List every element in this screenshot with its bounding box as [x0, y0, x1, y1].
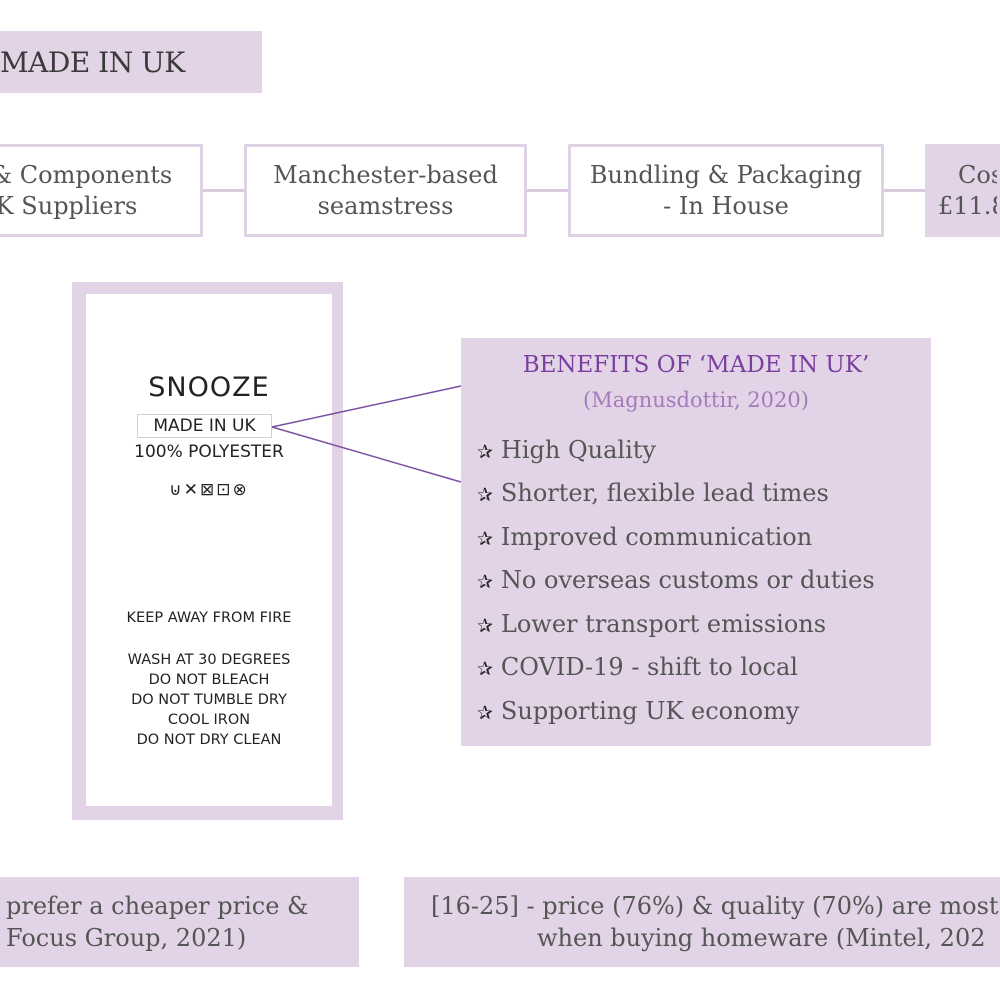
care-symbols-icon: ⊍✕⊠⊡⊗	[169, 480, 249, 500]
process-step-seamstress: Manchester-based seamstress	[244, 144, 527, 237]
label-instruction: COOL IRON	[167, 712, 251, 728]
benefit-text: Improved communication	[500, 523, 813, 551]
star-icon: ✰	[477, 571, 493, 593]
label-origin-tag: MADE IN UK	[137, 414, 272, 438]
star-icon: ✰	[477, 528, 493, 550]
label-material: 100% POLYESTER	[134, 442, 284, 462]
benefits-source: (Magnusdottir, 2020)	[583, 388, 809, 412]
step-line: Manchester-based	[273, 160, 498, 189]
step-line: Bundling & Packaging	[589, 160, 863, 189]
step-line: Cos	[958, 160, 1000, 189]
section-title-text: MADE IN UK	[0, 46, 185, 79]
star-icon: ✰	[477, 658, 493, 680]
benefits-title: BENEFITS OF ‘MADE IN UK’	[522, 352, 870, 378]
benefit-item: ✰ Supporting UK economy	[477, 697, 799, 725]
benefits-panel: BENEFITS OF ‘MADE IN UK’ (Magnusdottir, …	[461, 338, 931, 746]
benefit-text: Lower transport emissions	[500, 610, 827, 638]
label-warning: KEEP AWAY FROM FIRE	[126, 610, 292, 626]
benefit-text: Shorter, flexible lead times	[500, 479, 829, 507]
benefit-item: ✰ Shorter, flexible lead times	[477, 479, 829, 507]
step-line: £11.8	[938, 191, 1000, 220]
label-instruction: DO NOT BLEACH	[148, 672, 270, 688]
star-icon: ✰	[477, 441, 493, 463]
benefit-item: ✰ Improved communication	[477, 523, 812, 551]
step-line: - In House	[663, 191, 789, 220]
connector	[202, 189, 245, 192]
benefit-item: ✰ Lower transport emissions	[477, 610, 826, 638]
care-label: SNOOZE MADE IN UK 100% POLYESTER ⊍✕⊠⊡⊗ K…	[86, 294, 332, 806]
benefit-item: ✰ No overseas customs or duties	[477, 566, 875, 594]
process-step-packaging: Bundling & Packaging - In House	[568, 144, 884, 237]
connector	[526, 189, 569, 192]
quote-focus-group: prefer a cheaper price & Focus Group, 20…	[0, 877, 359, 967]
benefit-text: High Quality	[500, 436, 656, 464]
benefit-text: Supporting UK economy	[500, 697, 800, 725]
benefit-text: COVID-19 - shift to local	[500, 653, 798, 681]
label-instruction: DO NOT DRY CLEAN	[136, 732, 282, 748]
callout-line-top	[271, 385, 462, 428]
step-line: & Components	[0, 160, 173, 189]
star-icon: ✰	[477, 484, 493, 506]
connector	[883, 189, 926, 192]
step-line: K Suppliers	[0, 191, 138, 220]
quote-mintel: [16-25] - price (76%) & quality (70%) ar…	[404, 877, 1000, 967]
callout-line-bottom	[271, 426, 462, 483]
step-line: seamstress	[317, 191, 454, 220]
quote-line: Focus Group, 2021)	[6, 924, 247, 952]
label-instruction: WASH AT 30 DEGREES	[127, 652, 291, 668]
quote-line: prefer a cheaper price &	[6, 892, 309, 920]
quote-line: when buying homeware (Mintel, 202	[537, 924, 986, 952]
star-icon: ✰	[477, 615, 493, 637]
process-step-components: & Components K Suppliers	[0, 144, 203, 237]
star-icon: ✰	[477, 702, 493, 724]
quote-line: [16-25] - price (76%) & quality (70%) ar…	[431, 892, 999, 920]
benefit-text: No overseas customs or duties	[500, 566, 875, 594]
section-title: MADE IN UK	[0, 31, 262, 93]
label-instruction: DO NOT TUMBLE DRY	[131, 692, 287, 708]
label-brand: SNOOZE	[148, 372, 270, 403]
benefit-item: ✰ COVID-19 - shift to local	[477, 653, 798, 681]
process-step-cost: Cos £11.8	[925, 144, 1000, 237]
benefit-item: ✰ High Quality	[477, 436, 656, 464]
